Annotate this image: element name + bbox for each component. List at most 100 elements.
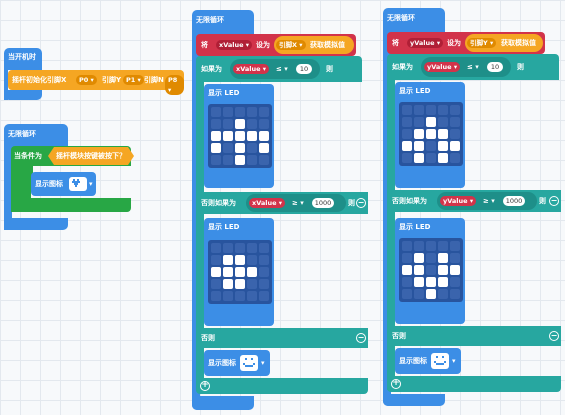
led-cell[interactable] [426,105,436,115]
on-start-block[interactable]: 当开机时 [4,48,42,70]
led-cell[interactable] [223,243,233,253]
led-cell[interactable] [450,105,460,115]
compare-block-2[interactable]: xValue ▾ ≤ ▾ 10 [230,59,320,79]
led-cell[interactable] [259,255,269,265]
led-cell[interactable] [426,241,436,251]
elif-row-3[interactable]: 否则如果为 yValue ▾ ≥ ▾ 1000 则 − [387,190,561,212]
led-cell[interactable] [402,141,412,151]
led-cell[interactable] [414,117,424,127]
led-cell[interactable] [414,129,424,139]
led-cell[interactable] [414,289,424,299]
pin-y-dropdown[interactable]: P1 ▾ [123,75,144,85]
led-cell[interactable] [235,267,245,277]
pin-y-read-dropdown[interactable]: 引脚Y ▾ [467,38,497,48]
led-cell[interactable] [223,119,233,129]
led-cell[interactable] [211,155,221,165]
led-cell[interactable] [211,107,221,117]
button-pressed-condition[interactable]: 摇杆模块按键被按下？ [48,147,134,165]
led-cell[interactable] [259,155,269,165]
pin-x-dropdown[interactable]: P0 ▾ [76,75,97,85]
led-cell[interactable] [402,241,412,251]
if-num-field-3[interactable]: 10 [487,62,503,72]
led-cell[interactable] [247,143,257,153]
else-row-3[interactable]: 否则 − [387,326,561,346]
led-cell[interactable] [211,267,221,277]
led-cell[interactable] [402,105,412,115]
chevron-down-icon[interactable]: ▾ [89,180,93,188]
led-cell[interactable] [438,253,448,263]
led-cell[interactable] [235,107,245,117]
led-cell[interactable] [438,241,448,251]
led-cell[interactable] [414,105,424,115]
led-cell[interactable] [426,117,436,127]
led-cell[interactable] [426,153,436,163]
led-cell[interactable] [211,143,221,153]
led-cell[interactable] [223,267,233,277]
set-var-block-2[interactable]: 将 xValue ▾ 设为 引脚X ▾ 获取模拟值 [196,34,356,56]
if-var-dropdown-3[interactable]: yValue ▾ [424,62,461,72]
forever-block-2[interactable]: 无限循环 [192,10,254,34]
led-cell[interactable] [247,279,257,289]
led-cell[interactable] [426,277,436,287]
read-analog-block-2[interactable]: 引脚X ▾ 获取模拟值 [274,36,354,54]
remove-elif-icon-2[interactable]: − [356,198,366,208]
led-cell[interactable] [235,119,245,129]
led-cell[interactable] [211,279,221,289]
led-cell[interactable] [211,119,221,129]
led-cell[interactable] [235,291,245,301]
heart-icon[interactable] [69,177,87,191]
led-cell[interactable] [426,289,436,299]
else-row-2[interactable]: 否则 − [196,328,368,348]
pin-x-read-dropdown[interactable]: 引脚X ▾ [276,40,306,50]
led-cell[interactable] [235,131,245,141]
led-cell[interactable] [223,255,233,265]
led-cell[interactable] [223,291,233,301]
elif-op-3[interactable]: ≥ ▾ [483,197,495,205]
led-cell[interactable] [438,153,448,163]
remove-elif-icon-3[interactable]: − [549,196,559,206]
elif-num-field-2[interactable]: 1000 [312,198,334,208]
led-cell[interactable] [414,153,424,163]
if-var-dropdown-2[interactable]: xValue ▾ [233,64,270,74]
joystick-init-block[interactable]: 摇杆初始化引脚X P0 ▾ 引脚Y P1 ▾ 引脚N P8 ▾ [8,70,184,95]
if-block-2[interactable]: 如果为 xValue ▾ ≤ ▾ 10 则 [196,56,362,82]
led-cell[interactable] [247,107,257,117]
if-op-2[interactable]: ≤ ▾ [276,65,288,73]
led-cell[interactable] [211,131,221,141]
led-cell[interactable] [247,155,257,165]
led-cell[interactable] [450,241,460,251]
led-cell[interactable] [402,253,412,263]
led-cell[interactable] [426,141,436,151]
elif-var-dropdown-3[interactable]: yValue ▾ [440,196,477,206]
led-cell[interactable] [450,153,460,163]
set-var-block-3[interactable]: 将 yValue ▾ 设为 引脚Y ▾ 获取模拟值 [387,32,545,54]
show-led-block-3b[interactable]: 显示 LED [395,218,465,324]
led-cell[interactable] [259,279,269,289]
elif-compare-block-2[interactable]: xValue ▾ ≥ ▾ 1000 [246,194,346,212]
forever-block-1[interactable]: 无限循环 [4,124,68,148]
led-cell[interactable] [438,141,448,151]
led-cell[interactable] [450,289,460,299]
led-cell[interactable] [247,119,257,129]
show-icon-block-2[interactable]: 显示图标 ▾ [204,350,270,376]
pin-n-dropdown[interactable]: P8 ▾ [165,75,184,95]
led-matrix-3a[interactable] [399,102,463,166]
led-cell[interactable] [211,291,221,301]
read-analog-block-3[interactable]: 引脚Y ▾ 获取模拟值 [465,34,543,52]
led-matrix-2b[interactable] [208,240,272,304]
remove-else-icon-3[interactable]: − [549,331,559,341]
elif-compare-block-3[interactable]: yValue ▾ ≥ ▾ 1000 [437,192,537,210]
chevron-down-icon[interactable]: ▾ [452,357,456,365]
led-cell[interactable] [426,265,436,275]
led-cell[interactable] [223,143,233,153]
led-cell[interactable] [450,265,460,275]
show-icon-block-3[interactable]: 显示图标 ▾ [395,348,461,374]
chevron-down-icon[interactable]: ▾ [261,359,265,367]
led-cell[interactable] [414,241,424,251]
led-cell[interactable] [438,277,448,287]
show-led-block-2b[interactable]: 显示 LED [204,218,274,326]
led-cell[interactable] [259,119,269,129]
led-cell[interactable] [414,253,424,263]
show-icon-block-1[interactable]: 显示图标 ▾ [31,172,96,196]
if-op-3[interactable]: ≤ ▾ [467,63,479,71]
